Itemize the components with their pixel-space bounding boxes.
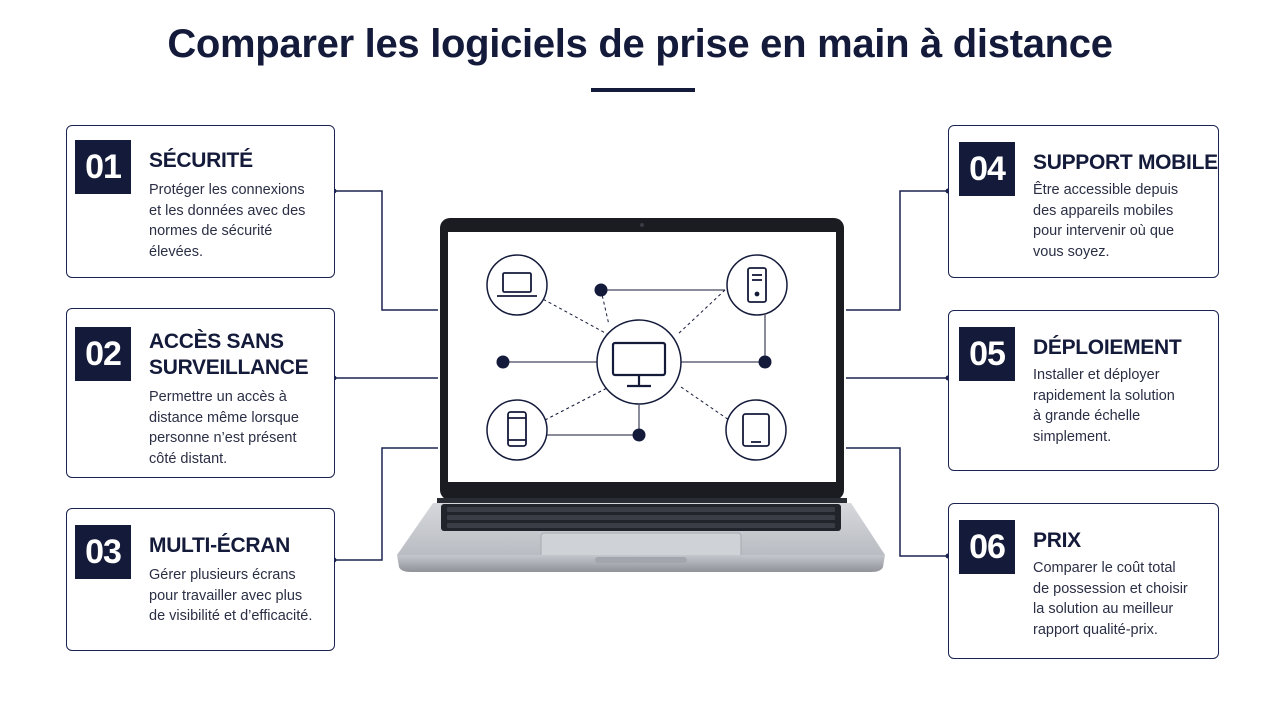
card-mobile-support: 04 SUPPORT MOBILE Être accessible depuis… [948, 125, 1219, 278]
card-title: DÉPLOIEMENT [1033, 336, 1182, 359]
monitor-icon [611, 341, 667, 388]
title-underline [591, 88, 695, 92]
card-title: SUPPORT MOBILE [1033, 151, 1218, 174]
laptop-icon [497, 272, 537, 297]
card-number: 04 [959, 142, 1015, 196]
card-number: 06 [959, 520, 1015, 574]
smartphone-icon [507, 411, 527, 447]
card-number: 05 [959, 327, 1015, 381]
card-number: 02 [75, 327, 131, 381]
card-title: MULTI-ÉCRAN [149, 534, 290, 557]
card-title: SÉCURITÉ [149, 149, 253, 172]
laptop-illustration [397, 218, 885, 572]
card-number: 01 [75, 140, 131, 194]
page-title: Comparer les logiciels de prise en main … [167, 22, 1113, 66]
server-tower-icon [747, 267, 767, 303]
tablet-icon [742, 413, 770, 447]
card-number: 03 [75, 525, 131, 579]
card-title: PRIX [1033, 529, 1081, 552]
